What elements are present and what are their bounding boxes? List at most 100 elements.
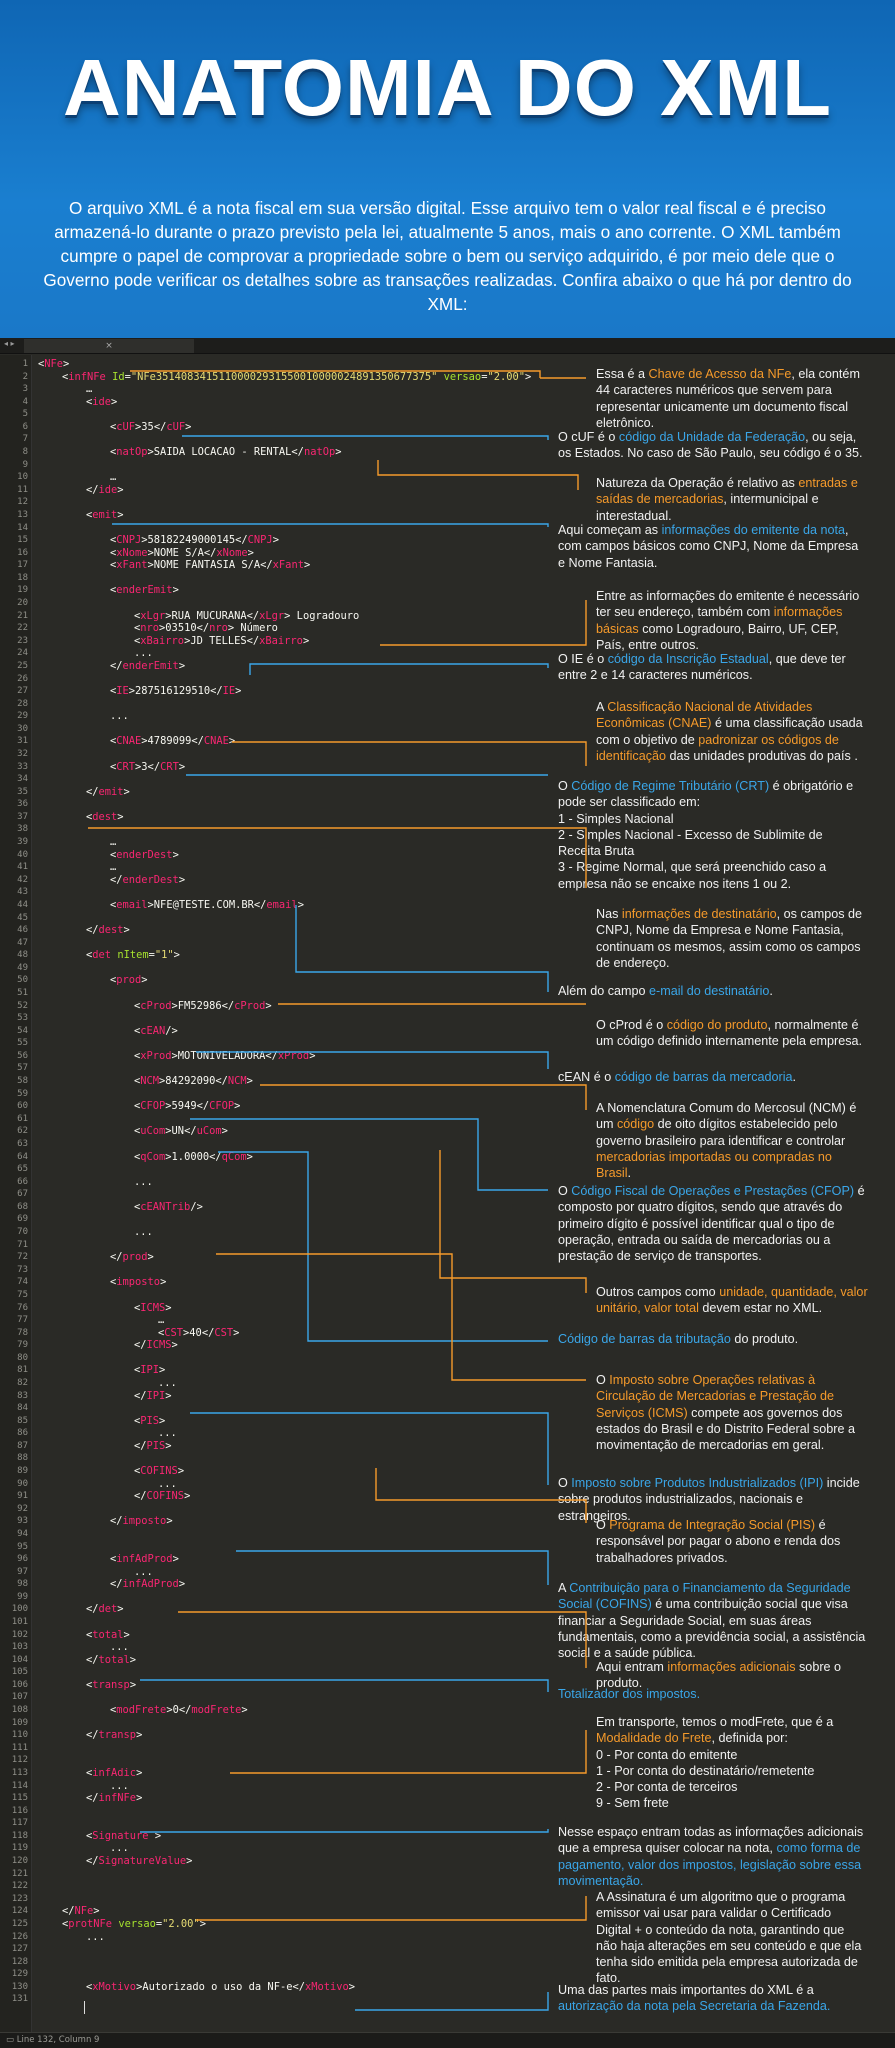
- code-line: </IPI>: [134, 1389, 172, 1402]
- line-number: 71: [17, 1239, 28, 1250]
- code-line: <CNPJ>58182249000145</CNPJ>: [110, 534, 279, 547]
- line-number: 6: [22, 421, 28, 432]
- connector-line: [140, 1679, 549, 1692]
- code-line: <xLgr>RUA MUCURANA</xLgr> Logradouro: [134, 609, 360, 622]
- line-number: 51: [17, 988, 28, 998]
- line-number: 103: [11, 1642, 28, 1653]
- line-number: 97: [17, 1566, 28, 1577]
- connector-line: [355, 1992, 549, 2011]
- line-number: 4: [22, 396, 28, 407]
- code-line: ...: [110, 710, 129, 723]
- line-number: 63: [17, 1138, 28, 1149]
- annotation-note: A Contribuição para o Financiamento da S…: [558, 1581, 866, 1661]
- line-number: 45: [17, 912, 28, 923]
- line-number: 93: [17, 1516, 28, 1527]
- line-number: 52: [17, 1000, 28, 1011]
- annotation-note: Aqui começam as informações do emitente …: [558, 523, 859, 570]
- code-line: <dest>: [86, 810, 124, 823]
- connector-line: [178, 1611, 587, 1668]
- line-number: 32: [17, 748, 28, 759]
- connector-line: [249, 663, 549, 675]
- code-line: <IPI>: [134, 1364, 166, 1377]
- connector-line: [232, 741, 587, 766]
- line-number: 67: [17, 1189, 28, 1200]
- connector-line: [380, 600, 587, 646]
- annotation-note: Nas informações de destinatário, os camp…: [596, 907, 863, 970]
- line-number: 99: [17, 1591, 28, 1602]
- code-line: <NFe>: [38, 358, 70, 370]
- line-number: 129: [11, 1969, 28, 1980]
- code-line: <infAdProd>: [110, 1553, 179, 1566]
- code-line: …: [110, 861, 117, 874]
- line-number: 42: [17, 874, 28, 885]
- code-line: </SignatureValue>: [86, 1855, 193, 1868]
- connector-line: [260, 1084, 587, 1110]
- code-line: ...: [110, 1641, 129, 1654]
- code-line: </infAdProd>: [110, 1578, 186, 1591]
- line-number: 122: [11, 1881, 28, 1892]
- line-number: 46: [17, 925, 28, 936]
- annotation-note: A Assinatura é um algoritmo que o progra…: [596, 1890, 862, 1986]
- code-line: <Signature >: [86, 1829, 162, 1842]
- line-number: 111: [11, 1742, 28, 1753]
- code-line: </ide>: [86, 483, 124, 496]
- code-line: <cEAN/>: [134, 1024, 178, 1037]
- line-number: 33: [17, 761, 28, 772]
- line-number: 21: [17, 610, 28, 621]
- editor-tab[interactable]: ×: [24, 339, 194, 353]
- line-number: 101: [11, 1617, 28, 1627]
- line-number: 123: [11, 1893, 28, 1904]
- line-number: 40: [17, 849, 28, 860]
- connector-line: [196, 1896, 587, 1921]
- editor-tab-bar: ◂ ▸ ×: [0, 338, 895, 354]
- connector-line: [375, 1468, 587, 1523]
- line-number: 23: [17, 635, 28, 646]
- line-number: 34: [17, 774, 28, 785]
- line-number: 87: [17, 1440, 28, 1451]
- code-line: …: [110, 836, 117, 849]
- line-number: 18: [17, 572, 28, 583]
- line-number: 96: [17, 1554, 28, 1565]
- code-line: </ICMS>: [134, 1339, 178, 1352]
- code-line: …: [86, 383, 93, 396]
- line-number: 44: [17, 899, 28, 910]
- line-number: 76: [17, 1302, 28, 1313]
- line-number: 120: [11, 1856, 28, 1867]
- line-number: 49: [17, 962, 28, 973]
- tab-scroll-arrows-icon[interactable]: ◂ ▸: [4, 339, 15, 348]
- line-number: 119: [11, 1843, 28, 1854]
- code-line: <email>NFE@TESTE.COM.BR</email>: [110, 898, 304, 911]
- tab-close-icon[interactable]: ×: [105, 341, 113, 351]
- connector-line: [295, 905, 549, 992]
- line-number: 79: [17, 1340, 28, 1351]
- line-number: 117: [11, 1818, 28, 1829]
- line-number: 116: [11, 1805, 28, 1816]
- line-number: 26: [17, 673, 28, 684]
- code-line: ...: [158, 1376, 177, 1389]
- code-line: ...: [158, 1477, 177, 1490]
- line-number: 65: [17, 1164, 28, 1175]
- line-number: 72: [17, 1252, 28, 1263]
- code-line: <cUF>35</cUF>: [110, 420, 192, 433]
- annotation-note: O cProd é o código do produto, normalmen…: [596, 1018, 863, 1049]
- code-line: <modFrete>0</modFrete>: [110, 1704, 248, 1717]
- line-number: 30: [17, 723, 28, 734]
- code-line: </COFINS>: [134, 1490, 191, 1503]
- code-line: ...: [110, 1779, 129, 1792]
- line-number: 73: [17, 1264, 28, 1275]
- code-line: ...: [134, 1565, 153, 1578]
- line-number: 50: [17, 975, 28, 986]
- line-number: 121: [11, 1868, 28, 1879]
- line-number: 90: [17, 1478, 28, 1489]
- code-line: <cEANTrib/>: [134, 1200, 203, 1213]
- code-line: ...: [110, 1842, 129, 1855]
- line-number: 36: [17, 799, 28, 810]
- line-number: 102: [11, 1629, 28, 1640]
- code-line: <infAdic>: [86, 1766, 143, 1779]
- line-number: 89: [17, 1466, 28, 1477]
- line-number: 43: [17, 887, 28, 898]
- annotation-note: Totalizador dos impostos.: [558, 1687, 701, 1701]
- annotation-note: Entre as informações do emitente é neces…: [596, 589, 860, 652]
- line-number: 62: [17, 1126, 28, 1137]
- code-line: <transp>: [86, 1678, 137, 1691]
